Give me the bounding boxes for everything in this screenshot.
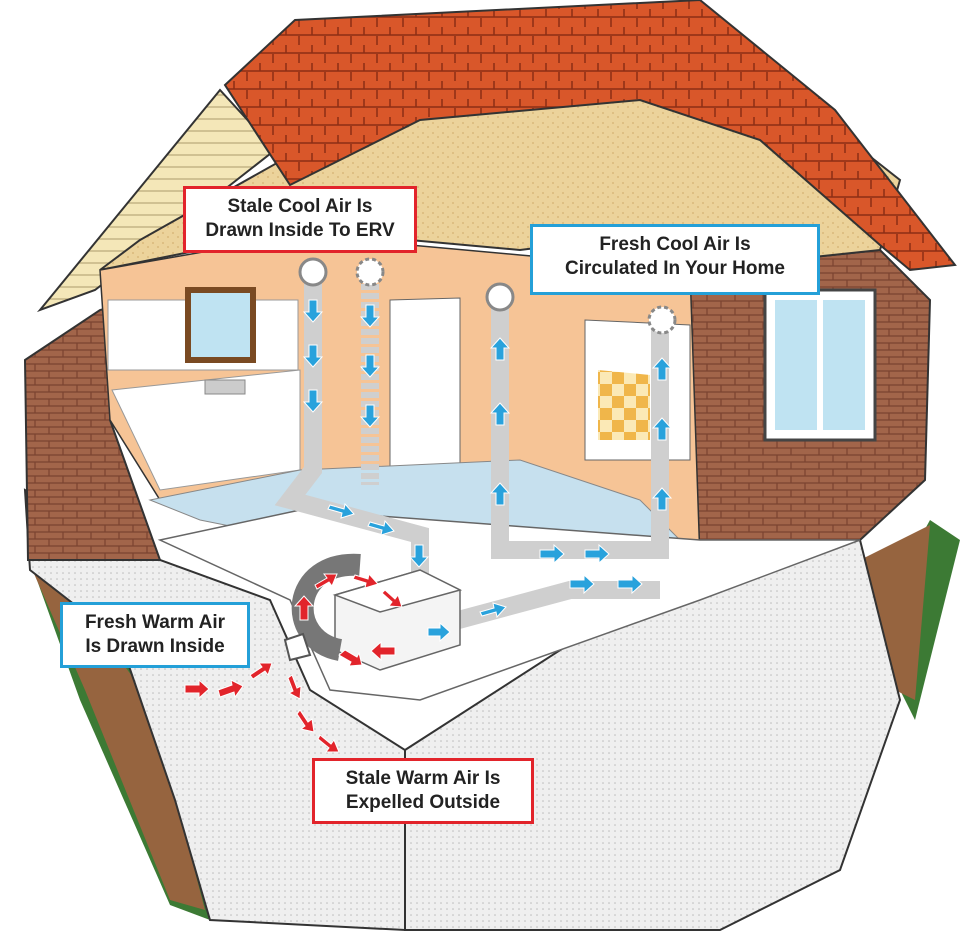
- foundation: [23, 488, 902, 932]
- callout-fresh-cool-line1: Fresh Cool Air Is: [599, 234, 751, 255]
- callout-stale-cool-line2: Drawn Inside To ERV: [205, 220, 395, 241]
- callout-stale-warm-line1: Stale Warm Air Is: [345, 768, 501, 789]
- callout-stale-warm-air: Stale Warm Air Is Expelled Outside: [312, 758, 534, 824]
- callout-fresh-warm-air: Fresh Warm Air Is Drawn Inside: [60, 602, 250, 668]
- brick-wall-right: [689, 248, 932, 562]
- callout-fresh-warm-line1: Fresh Warm Air: [84, 612, 226, 633]
- callout-fresh-cool-line2: Circulated In Your Home: [565, 258, 785, 279]
- cool-air-arrows: [302, 299, 673, 643]
- callout-fresh-warm-line2: Is Drawn Inside: [85, 636, 225, 657]
- warm-air-arrows: [184, 572, 403, 753]
- callout-stale-warm-line2: Expelled Outside: [345, 792, 501, 813]
- roof: [223, 0, 957, 272]
- callout-fresh-cool-air: Fresh Cool Air Is Circulated In Your Hom…: [530, 224, 820, 295]
- callout-stale-cool-line1: Stale Cool Air Is: [227, 196, 373, 217]
- callout-stale-cool-air: Stale Cool Air Is Drawn Inside To ERV: [183, 186, 417, 253]
